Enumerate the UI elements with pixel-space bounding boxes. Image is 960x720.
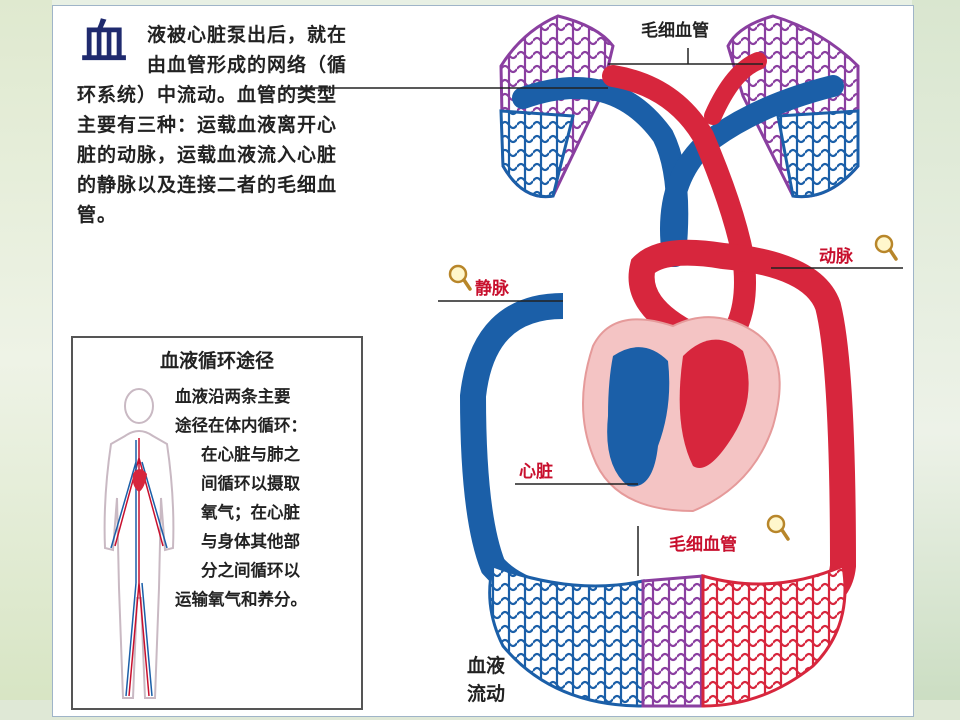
- capillary-bottom-label: 毛细血管: [669, 535, 737, 555]
- intro-line: 环系统）中流动。血管的类型: [77, 84, 338, 106]
- capillary-top-label: 毛细血管: [641, 21, 709, 41]
- box-line: 在心脏与肺之: [201, 445, 300, 464]
- intro-big-character: 血: [81, 15, 127, 69]
- decorative-border-left: [0, 0, 52, 720]
- intro-line: 的静脉以及连接二者的毛细血: [77, 174, 338, 196]
- box-line: 途径在体内循环：: [175, 416, 307, 435]
- vein-label: 静脉: [475, 279, 509, 299]
- intro-paragraph: 液被心脏泵出后，就在 由血管形成的网络（循 环系统）中流动。血管的类型 主要有三…: [77, 20, 417, 230]
- intro-line: 液被心脏泵出后，就在: [147, 24, 348, 46]
- box-line: 运输氧气和养分。: [175, 590, 307, 609]
- magnifier-icon: [874, 234, 898, 261]
- box-text: 血液沿两条主要 途径在体内循环： 在心脏与肺之 间循环以摄取 氧气；在心脏 与身…: [175, 382, 355, 614]
- decorative-border-right: [912, 0, 960, 720]
- human-body-illustration: [103, 388, 175, 699]
- body-capillaries: [488, 563, 847, 708]
- left-lung-capillaries: [499, 14, 615, 199]
- box-line: 氧气；在心脏: [201, 503, 300, 522]
- magnifier-icon: [448, 264, 472, 291]
- intro-line: 由血管形成的网络（循: [147, 54, 348, 76]
- blood-flow-label-line1: 血液: [467, 655, 506, 677]
- intro-line: 主要有三种：运载血液离开心: [77, 114, 338, 136]
- intro-line: 管。: [77, 204, 118, 226]
- blood-flow-label-line2: 流动: [467, 683, 506, 705]
- pulmonary-artery-left: [602, 65, 756, 367]
- box-line: 间循环以摄取: [201, 474, 300, 493]
- content-panel: 血 液被心脏泵出后，就在 由血管形成的网络（循 环系统）中流动。血管的类型 主要…: [52, 5, 914, 717]
- box-line: 分之间循环以: [201, 561, 300, 580]
- heart-icon: [132, 469, 147, 492]
- circulation-pathway-box: 血液循环途径 血液沿两条主要 途径在体内循环： 在心脏与肺之 间循环以摄取: [71, 336, 363, 710]
- pulmonary-artery-right: [704, 52, 767, 125]
- box-line: 血液沿两条主要: [175, 387, 291, 406]
- box-title: 血液循环途径: [159, 350, 274, 372]
- magnifier-icon: [766, 514, 790, 541]
- box-line: 与身体其他部: [201, 532, 300, 551]
- heart: [582, 316, 781, 513]
- intro-line: 脏的动脉，运载血液流入心脏: [77, 144, 338, 166]
- circulation-diagram: [283, 14, 903, 708]
- artery-label: 动脉: [819, 247, 853, 267]
- heart-label: 心脏: [519, 462, 553, 482]
